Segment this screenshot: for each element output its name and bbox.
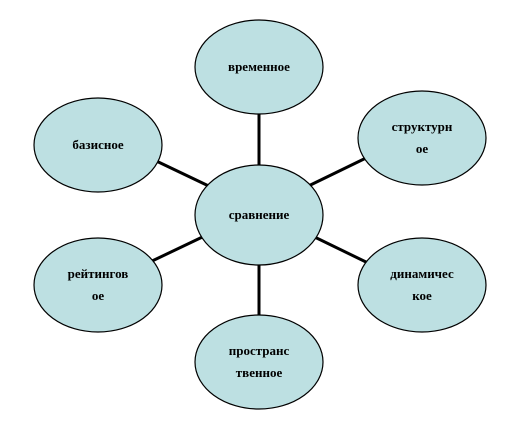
node-top-right-label: структурн ое — [391, 119, 453, 156]
node-bottom-left-bubble — [33, 237, 163, 333]
node-top-label: временное — [228, 59, 290, 74]
node-top-left-label: базисное — [72, 137, 124, 152]
node-bottom-label: пространс твенное — [228, 343, 290, 380]
node-bottom-right-bubble — [357, 237, 487, 333]
node-bottom-left-label: рейтингов ое — [67, 266, 129, 303]
node-top-right-bubble — [357, 90, 487, 186]
center-label: сравнение — [228, 207, 290, 222]
node-top-left-bubble — [33, 97, 163, 193]
center-bubble — [194, 164, 324, 266]
node-bottom-right-label: динамичес кое — [390, 266, 454, 303]
node-bottom-bubble — [194, 314, 324, 410]
node-top-bubble — [194, 19, 324, 115]
